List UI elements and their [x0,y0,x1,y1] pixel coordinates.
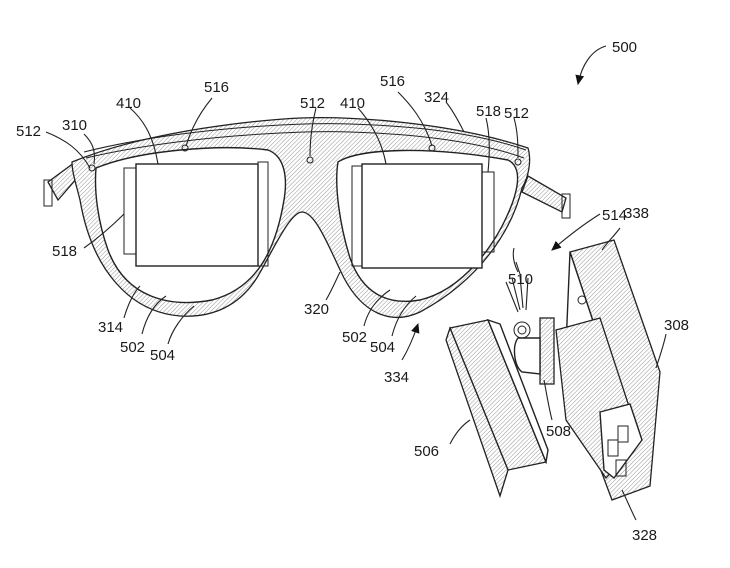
label-504-left: 504 [150,347,175,364]
left-display-edge [123,167,137,255]
module-506 [445,318,549,499]
eyeglass-frame [43,116,571,319]
reference-labels: 500 516 516 324 310 410 410 512 512 512 … [16,39,689,544]
label-410-left: 410 [116,95,141,112]
label-512-right: 512 [504,105,529,122]
label-314: 314 [98,319,123,336]
left-display [135,163,259,267]
label-324: 324 [424,89,449,106]
label-514: 514 [602,207,627,224]
label-516-right: 516 [380,73,405,90]
label-504-right: 504 [370,339,395,356]
sensor-508 [505,261,555,385]
label-510: 510 [508,271,533,288]
label-512-center: 512 [300,95,325,112]
label-334: 334 [384,369,409,386]
label-310: 310 [62,117,87,134]
right-display [361,163,483,269]
label-502-right: 502 [342,329,367,346]
label-320: 320 [304,301,329,318]
label-328: 328 [632,527,657,544]
leader-lines [45,45,667,521]
label-308: 308 [664,317,689,334]
housing-308 [555,239,661,501]
label-338: 338 [624,205,649,222]
right-temple-stub [521,175,567,213]
label-518-right: 518 [476,103,501,120]
label-410-right: 410 [340,95,365,112]
label-512-left: 512 [16,123,41,140]
label-518-left: 518 [52,243,77,260]
label-508: 508 [546,423,571,440]
label-502-left: 502 [120,339,145,356]
label-500: 500 [612,39,637,56]
label-516-left: 516 [204,79,229,96]
label-506: 506 [414,443,439,460]
